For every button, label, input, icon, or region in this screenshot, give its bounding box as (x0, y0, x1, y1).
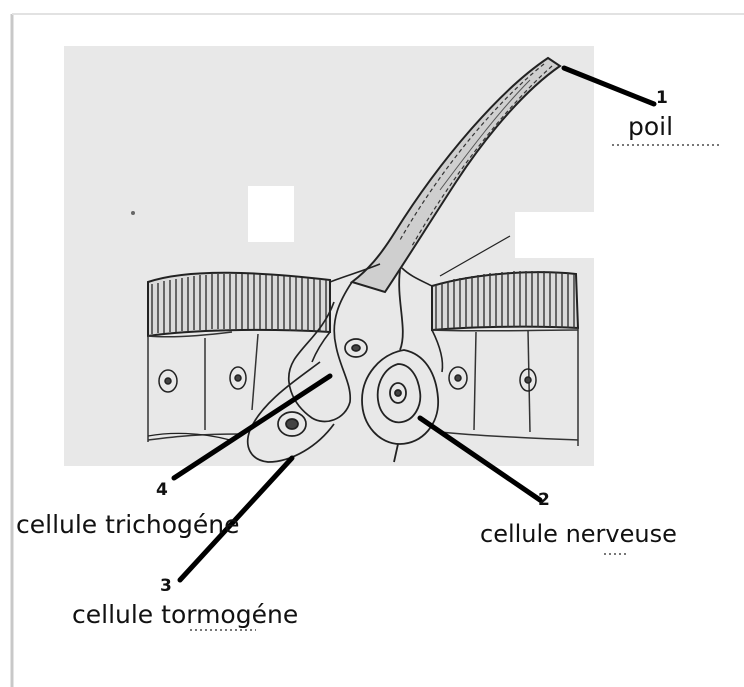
masked-label-box (515, 212, 597, 258)
masked-label-box (248, 186, 294, 242)
label-number-3: 3 (160, 576, 172, 596)
speck (131, 211, 135, 215)
label-cellule-trichogene: cellule trichogéne (16, 510, 240, 539)
label-cellule-nerveuse: cellule nerveuse (480, 520, 677, 548)
cuticle-right (432, 271, 578, 330)
label-number-2: 2 (538, 490, 550, 510)
label-number-1: 1 (656, 88, 668, 108)
label-number-4: 4 (156, 480, 168, 500)
cuticle-left (148, 273, 330, 336)
label-cellule-tormogene: cellule tormogéne (72, 600, 298, 629)
figure-background (64, 46, 594, 466)
label-poil: poil (628, 112, 673, 141)
